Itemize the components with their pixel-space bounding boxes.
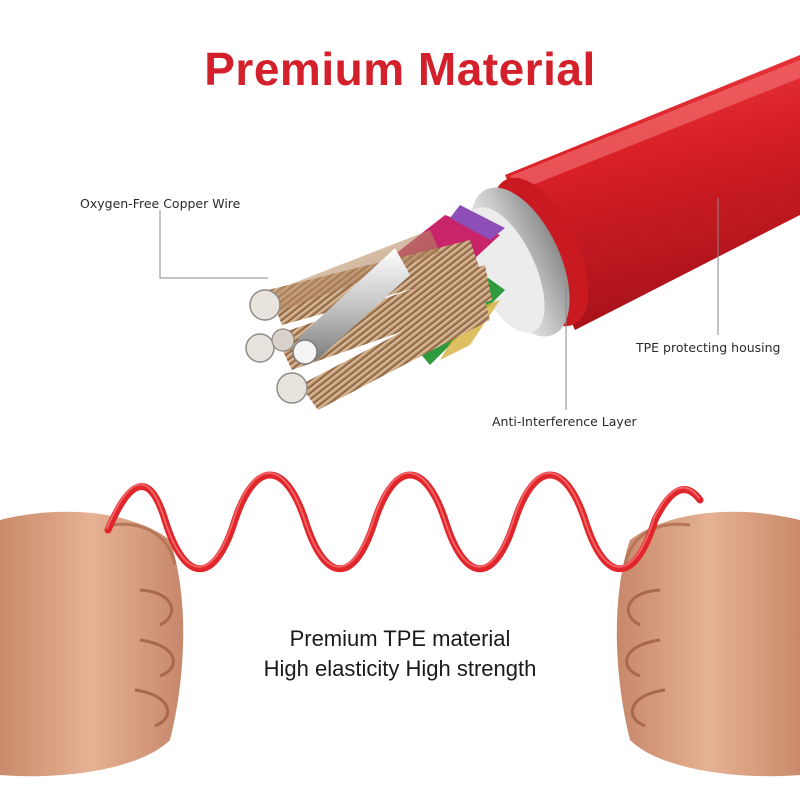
coiled-cable bbox=[104, 471, 704, 572]
housing-label: TPE protecting housing bbox=[636, 340, 781, 355]
left-hand bbox=[0, 511, 184, 777]
caption-line-1: Premium TPE material bbox=[289, 626, 511, 651]
strand-ends bbox=[245, 289, 318, 404]
leader-lines bbox=[159, 198, 719, 410]
copper-wire-label: Oxygen-Free Copper Wire bbox=[80, 196, 241, 211]
caption-line-2: High elasticity High strength bbox=[263, 656, 537, 681]
copper-strands bbox=[255, 230, 492, 410]
right-hand bbox=[616, 511, 800, 777]
shield-label: Anti-Interference Layer bbox=[492, 414, 637, 429]
page-title: Premium Material bbox=[204, 43, 596, 95]
